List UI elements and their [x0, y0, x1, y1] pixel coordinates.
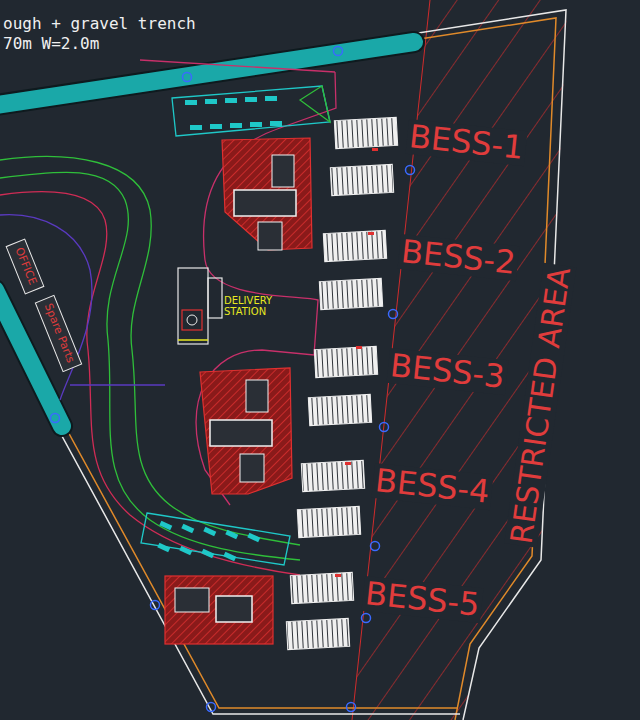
dimension-text: 70m W=2.0m: [3, 35, 99, 53]
office-building: OFFICE: [6, 238, 45, 294]
station-label: DELIVERY STATION: [224, 295, 280, 317]
building-name: Spare Parts: [41, 302, 76, 365]
note-text: ough + gravel trench: [3, 15, 196, 33]
building-name: OFFICE: [12, 246, 38, 287]
